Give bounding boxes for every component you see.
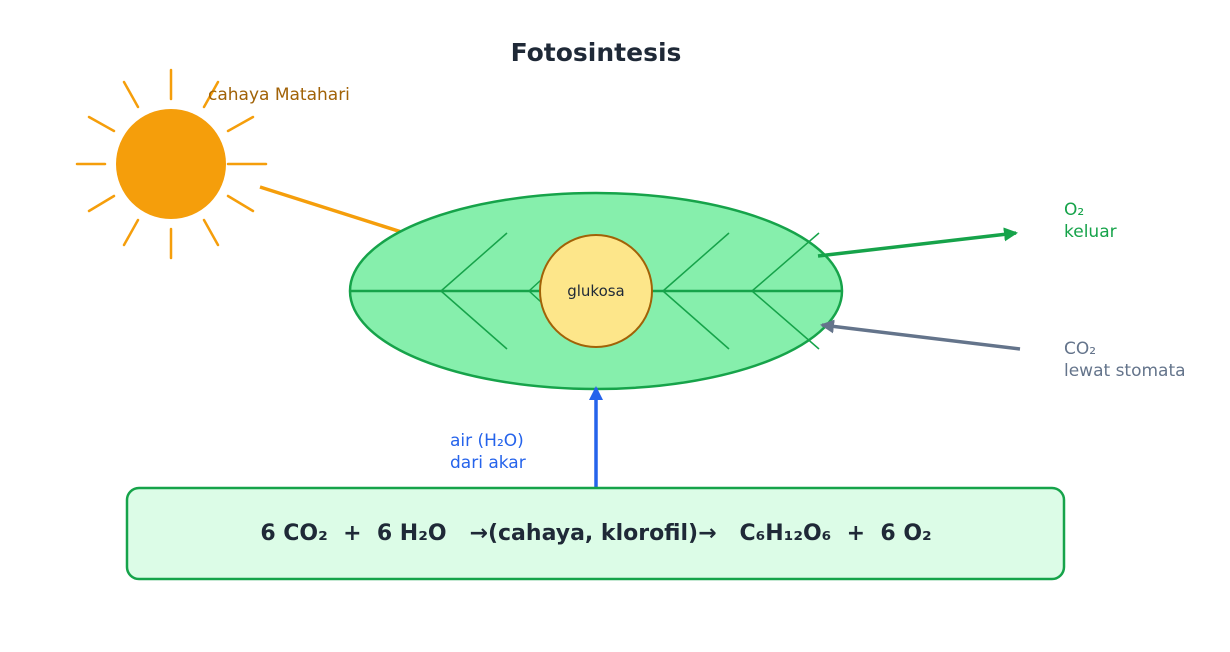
sunlight-label: cahaya Matahari — [208, 85, 350, 105]
leaf-veins — [440, 232, 820, 350]
oxygen-arrow — [817, 227, 1018, 258]
sun-icon — [75, 68, 268, 260]
glucose-label: glukosa — [567, 282, 625, 300]
photosynthesis-equation: 6 CO₂ + 6 H₂O →(cahaya, klorofil)→ C₆H₁₂… — [260, 521, 931, 546]
carbon-dioxide-label-line2: lewat stomata — [1064, 361, 1186, 381]
equation-box — [125, 486, 1066, 581]
oxygen-label-line1: O₂ — [1064, 200, 1084, 220]
carbon-dioxide-arrow — [820, 319, 1021, 351]
glucose-circle — [539, 234, 653, 348]
water-label-line2: dari akar — [450, 453, 526, 473]
diagram-title: Fotosintesis — [511, 38, 682, 67]
oxygen-label-line2: keluar — [1064, 222, 1117, 242]
carbon-dioxide-label-line1: CO₂ — [1064, 339, 1096, 359]
water-label-line1: air (H₂O) — [450, 431, 524, 451]
